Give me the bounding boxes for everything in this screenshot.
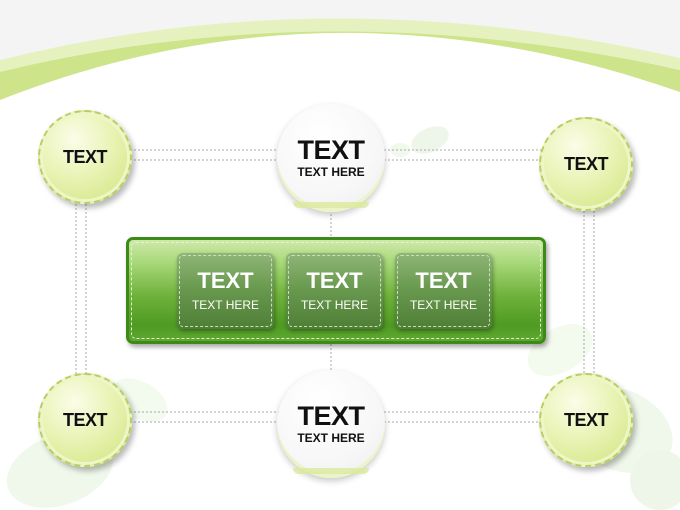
bottom-center-node: TEXT TEXT HERE bbox=[277, 370, 385, 478]
node-title: TEXT bbox=[563, 154, 609, 174]
box-title: TEXT bbox=[197, 268, 254, 293]
node-title: TEXT bbox=[563, 410, 609, 430]
top-center-node: TEXT TEXT HERE bbox=[277, 104, 385, 212]
box-title: TEXT bbox=[306, 268, 363, 293]
center-box-3: TEXT TEXT HERE bbox=[395, 253, 492, 329]
center-panel: TEXT TEXT HERE TEXT TEXT HERE TEXT TEXT … bbox=[126, 237, 546, 344]
box-title: TEXT bbox=[415, 268, 472, 293]
connector-lines bbox=[75, 149, 595, 423]
node-title: TEXT bbox=[62, 147, 108, 167]
bottom-left-node: TEXT bbox=[38, 373, 132, 467]
center-box-1: TEXT TEXT HERE bbox=[177, 253, 274, 329]
node-subtitle: TEXT HERE bbox=[297, 430, 365, 445]
top-banner bbox=[0, 30, 680, 100]
top-right-node: TEXT bbox=[539, 117, 633, 211]
node-subtitle: TEXT HERE bbox=[297, 164, 365, 179]
node-title: TEXT bbox=[297, 400, 365, 431]
box-subtitle: TEXT HERE bbox=[300, 298, 369, 312]
box-subtitle: TEXT HERE bbox=[191, 298, 260, 312]
center-box-2: TEXT TEXT HERE bbox=[286, 253, 383, 329]
box-subtitle: TEXT HERE bbox=[409, 298, 478, 312]
bottom-right-node: TEXT bbox=[539, 373, 633, 467]
top-left-node: TEXT bbox=[38, 110, 132, 204]
node-title: TEXT bbox=[62, 410, 108, 430]
node-title: TEXT bbox=[297, 134, 365, 165]
